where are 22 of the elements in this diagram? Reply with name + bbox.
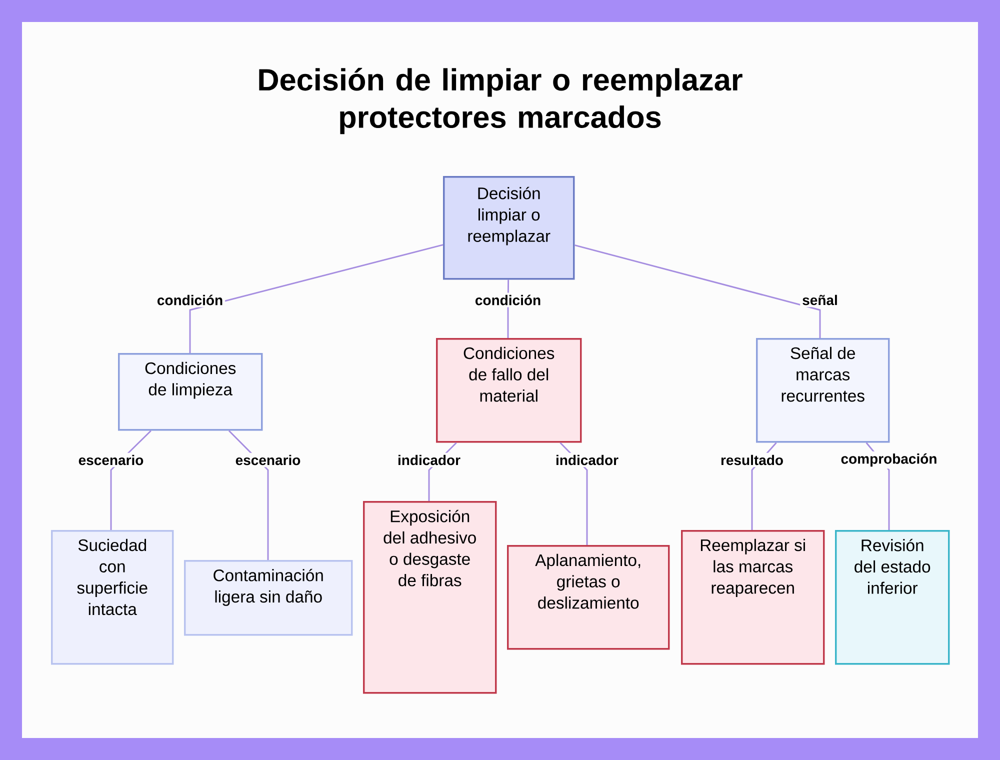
edge-label: condición — [472, 292, 544, 308]
title: Decisión de limpiar o reemplazar protectores marcados — [259, 68, 742, 134]
edge-label: indicador — [554, 452, 620, 468]
edge-label: condición — [154, 292, 226, 308]
connector — [574, 244, 821, 338]
process-box: Suciedad con superficie intacta — [51, 530, 174, 665]
edge-label: resultado — [718, 452, 786, 468]
edge-label: escenario — [233, 452, 303, 468]
process-box: Exposición del adhesivo o desgaste de fibras — [363, 501, 497, 694]
edge-label: señal — [800, 292, 840, 308]
process-box: Decisión limpiar o reemplazar — [443, 176, 575, 280]
edge-label: indicador — [396, 452, 462, 468]
process-box: Revisión del estado inferior — [835, 530, 950, 665]
process-box: Aplanamiento, grietas o deslizamiento — [507, 545, 670, 650]
process-box: Señal de marcas recurrentes — [756, 338, 890, 443]
connector — [189, 244, 444, 353]
edge-label: escenario — [76, 452, 146, 468]
process-box: Condiciones de fallo del material — [436, 338, 582, 443]
process-box: Condiciones de limpieza — [118, 353, 263, 431]
edge-label: comprobación — [838, 451, 940, 469]
process-box: Reemplazar si las marcas reaparecen — [681, 530, 825, 665]
process-box: Contaminación ligera sin daño — [184, 560, 353, 636]
